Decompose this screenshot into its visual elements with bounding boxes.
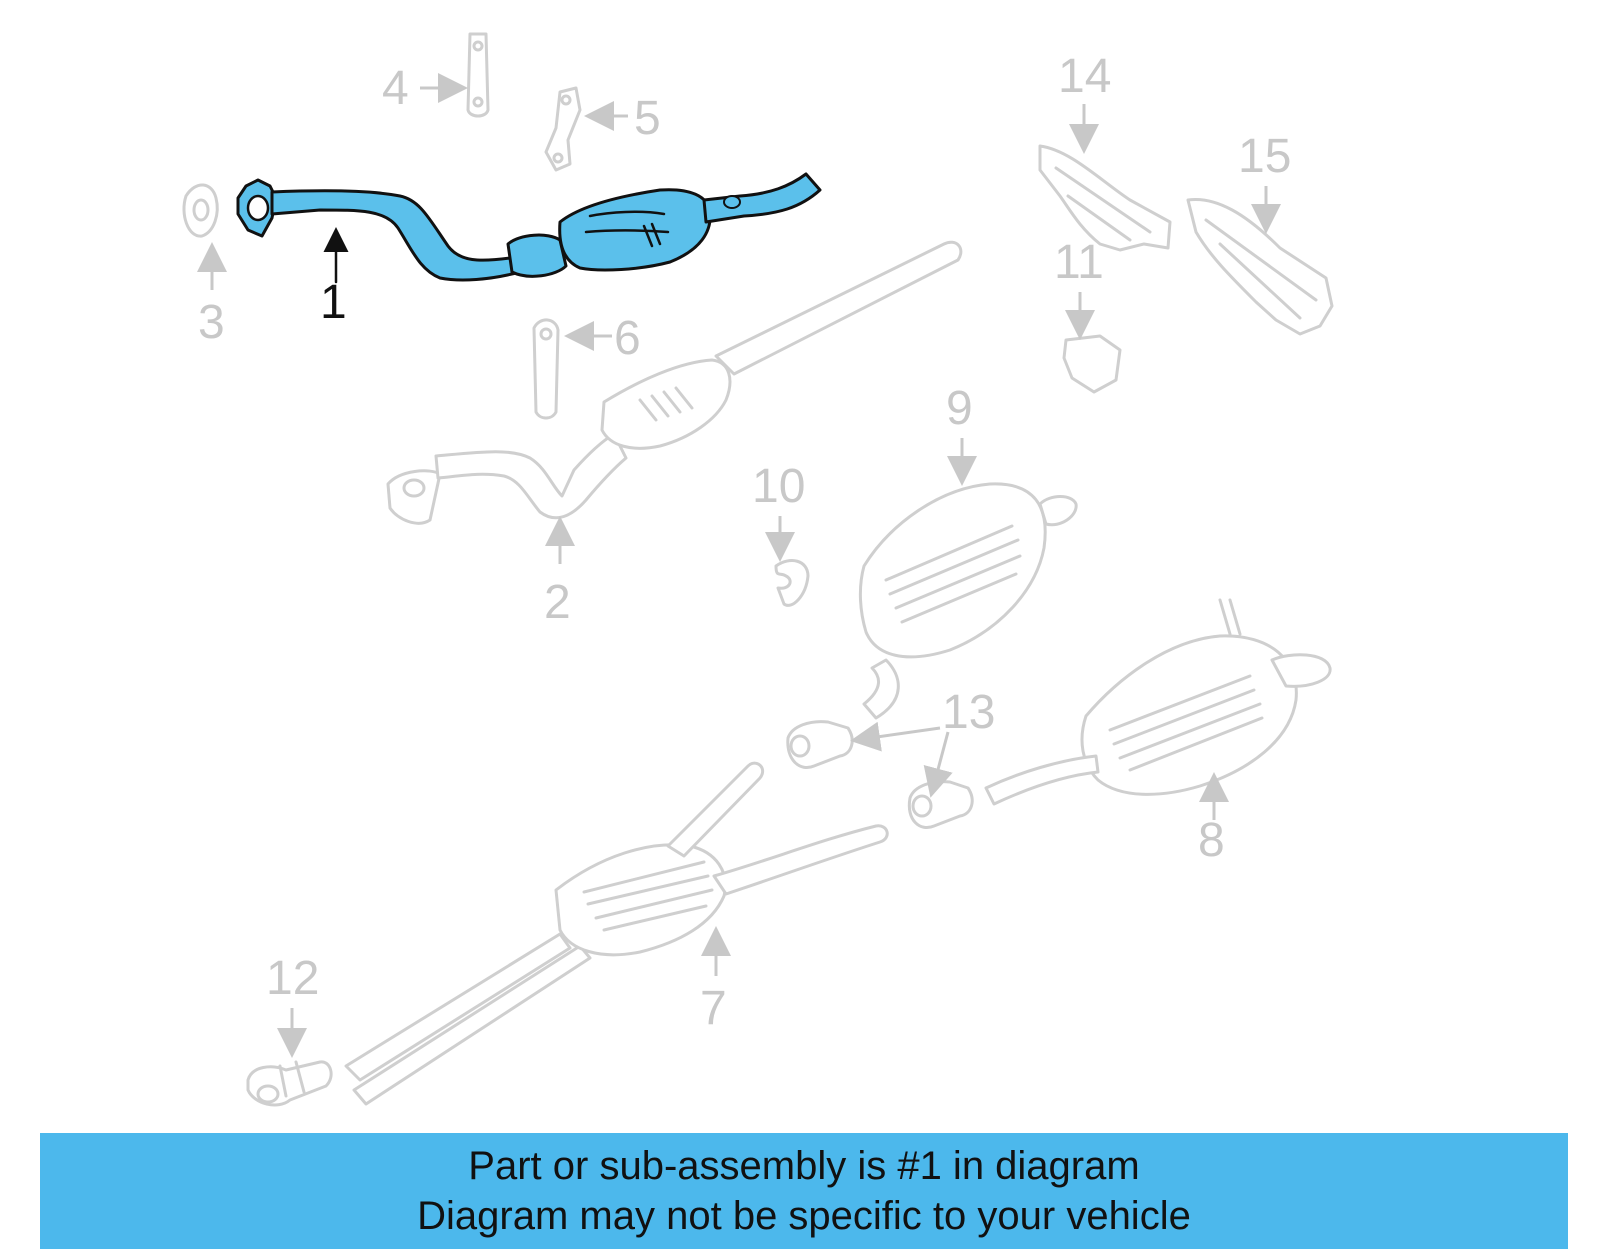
callout-13: 13 bbox=[942, 686, 995, 739]
part-10-clip bbox=[774, 559, 810, 607]
callout-8: 8 bbox=[1198, 814, 1225, 867]
callout-5: 5 bbox=[634, 92, 661, 145]
callout-12: 12 bbox=[266, 952, 319, 1005]
part-3-gasket bbox=[182, 183, 219, 238]
part-5-hanger bbox=[544, 86, 582, 172]
callout-4: 4 bbox=[382, 62, 409, 115]
callout-6: 6 bbox=[614, 312, 641, 365]
part-11-bracket bbox=[1062, 334, 1122, 394]
part-15-heat-shield bbox=[1186, 197, 1334, 336]
callout-11: 11 bbox=[1054, 236, 1104, 289]
part-1-front-pipe-catalytic-converter[interactable] bbox=[236, 172, 822, 282]
part-8-rear-muffler bbox=[984, 598, 1332, 806]
callout-3: 3 bbox=[198, 296, 225, 349]
part-6-hanger bbox=[532, 318, 560, 420]
info-banner: Part or sub-assembly is #1 in diagram Di… bbox=[40, 1133, 1568, 1249]
banner-line-1: Part or sub-assembly is #1 in diagram bbox=[468, 1144, 1140, 1188]
callout-1: 1 bbox=[320, 276, 347, 329]
part-14-heat-shield bbox=[1038, 144, 1172, 252]
part-2-front-pipe bbox=[386, 240, 963, 525]
part-12-clamp bbox=[246, 1060, 333, 1107]
callout-7: 7 bbox=[700, 982, 727, 1035]
callout-15: 15 bbox=[1238, 130, 1291, 183]
callout-10: 10 bbox=[752, 460, 805, 513]
part-9-rear-muffler bbox=[858, 482, 1078, 720]
part-7-center-muffler bbox=[344, 761, 889, 1106]
banner-line-2: Diagram may not be specific to your vehi… bbox=[417, 1194, 1191, 1238]
callout-9: 9 bbox=[946, 382, 973, 435]
part-4-bracket bbox=[466, 32, 490, 118]
callout-14: 14 bbox=[1058, 50, 1111, 103]
callout-2: 2 bbox=[544, 576, 571, 629]
